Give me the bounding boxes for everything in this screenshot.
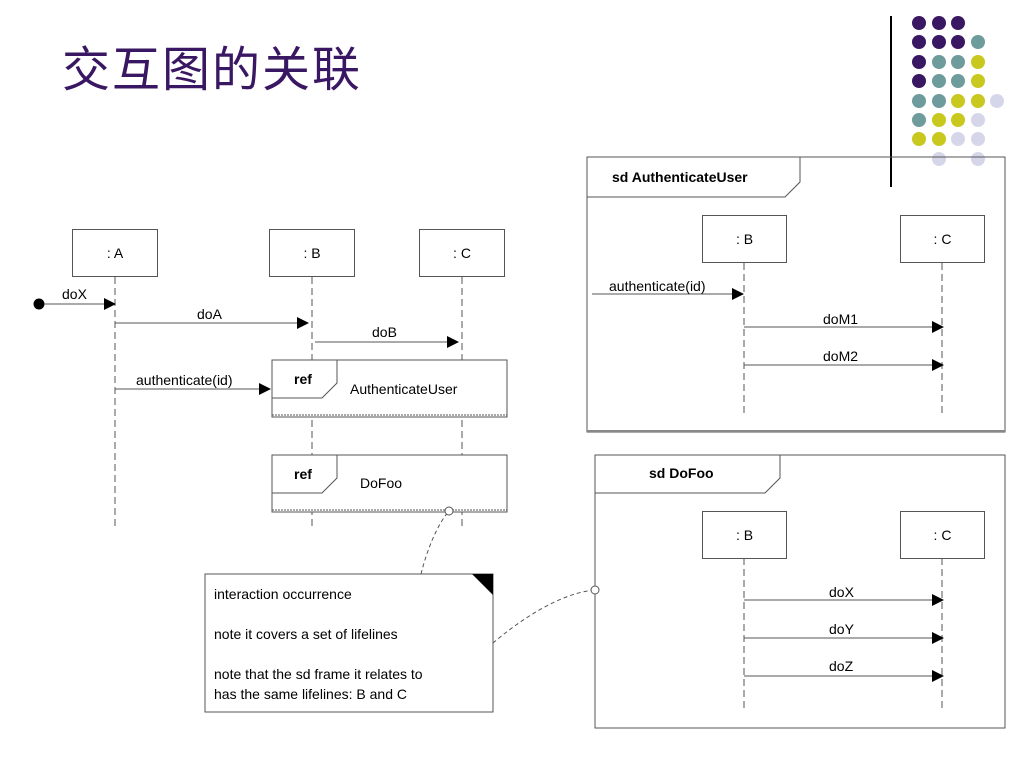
decorative-dot: [951, 132, 965, 147]
decorative-dot: [912, 54, 926, 69]
frame-dofoo-title: sd DoFoo: [649, 465, 714, 481]
frame-dofoo-lifeline-c-head: : C: [900, 511, 985, 559]
frame-dofoo-lifeline-c-label: : C: [933, 527, 952, 543]
decorative-dot: [931, 35, 946, 50]
note-spacer: [214, 604, 484, 624]
decorative-dot: [912, 16, 926, 30]
frame-dofoo-lifeline-b-label: : B: [735, 527, 754, 543]
note-connector-right-anchor: [590, 585, 600, 595]
decorative-dot: [951, 93, 965, 108]
lifeline-c-label: : C: [453, 245, 471, 261]
decorative-dot: [970, 74, 985, 89]
found-message-dot: [33, 298, 45, 310]
decorative-dot: [912, 132, 926, 147]
note-connector-left: [420, 510, 450, 575]
note-spacer: [214, 644, 484, 664]
frame-auth-tab: [587, 157, 801, 198]
ref-fragment-dofoo-tab: [272, 455, 338, 494]
decorative-dot: [970, 35, 985, 50]
ref-fragment-dofoo-keyword: ref: [294, 466, 312, 482]
decorative-dot: [970, 132, 985, 147]
decorative-dot: [951, 35, 965, 50]
decorative-dot: [990, 93, 1004, 108]
ref-fragment-auth-name: AuthenticateUser: [350, 381, 458, 397]
slide-title: 交互图的关联: [62, 42, 363, 98]
frame-dofoo-message-z-label: doZ: [829, 658, 854, 674]
note-connector-right: [492, 589, 596, 644]
decorative-dot: [951, 16, 965, 30]
lifeline-b-label: : B: [303, 245, 321, 261]
decorative-dot: [970, 113, 985, 127]
lifeline-a-label: : A: [106, 245, 124, 261]
frame-auth-title: sd AuthenticateUser: [612, 169, 748, 185]
frame-dofoo-message-x-label: doX: [829, 584, 854, 600]
decorative-dot: [931, 151, 946, 166]
message-auth-label: authenticate(id): [136, 372, 233, 388]
frame-auth-message-auth-label: authenticate(id): [609, 278, 706, 294]
frame-auth-lifeline-b-head: : B: [702, 215, 787, 263]
message-doa-label: doA: [197, 306, 222, 322]
decorative-vertical-rule: [890, 16, 892, 187]
frame-dofoo-border: [594, 454, 1006, 729]
note-line-3: note that the sd frame it relates to: [214, 666, 423, 682]
frame-dofoo-lifeline-b-head: : B: [702, 511, 787, 559]
frame-dofoo-message-y-label: doY: [829, 621, 854, 637]
lifeline-c-head: : C: [419, 229, 505, 277]
message-dob-label: doB: [372, 324, 397, 340]
lifeline-b-head: : B: [269, 229, 355, 277]
frame-auth-lifeline-c-head: : C: [900, 215, 985, 263]
decorative-dot: [931, 16, 946, 30]
frame-auth-lifeline-c-label: : C: [933, 231, 952, 247]
ref-fragment-dofoo-name: DoFoo: [360, 475, 403, 491]
ref-fragment-auth-box: [271, 359, 508, 418]
frame-auth-message-m2-label: doM2: [823, 348, 859, 364]
message-dox-label: doX: [62, 286, 87, 302]
frame-auth-lifeline-b-label: : B: [735, 231, 754, 247]
note-box: [204, 573, 494, 713]
decorative-dot: [970, 54, 985, 69]
lifeline-a-head: : A: [72, 229, 158, 277]
ref-fragment-dofoo-box: [271, 454, 508, 513]
decorative-dot: [931, 113, 946, 127]
note-line-2: note it covers a set of lifelines: [214, 626, 398, 642]
decorative-dot: [970, 151, 985, 166]
frame-auth-message-m1-label: doM1: [823, 311, 859, 327]
decorative-dot: [931, 54, 946, 69]
decorative-dot: [931, 74, 946, 89]
decorative-dot: [970, 93, 985, 108]
ref-fragment-auth-tab: [272, 360, 338, 399]
frame-dofoo-tab: [595, 455, 781, 494]
decorative-dot: [912, 113, 926, 127]
ref-fragment-auth-keyword: ref: [294, 371, 312, 387]
note-folded-corner: [472, 574, 493, 595]
decorative-dot: [951, 74, 965, 89]
decorative-dot: [951, 113, 965, 127]
decorative-dot: [912, 74, 926, 89]
decorative-dot: [931, 93, 946, 108]
decorative-dot: [912, 93, 926, 108]
decorative-dot: [951, 54, 965, 69]
decorative-dot: [912, 35, 926, 50]
decorative-dot: [931, 132, 946, 147]
note-text: interaction occurrence note it covers a …: [214, 584, 484, 704]
note-connector-left-anchor: [444, 506, 454, 516]
note-line-1: interaction occurrence: [214, 586, 352, 602]
note-line-4: has the same lifelines: B and C: [214, 686, 407, 702]
